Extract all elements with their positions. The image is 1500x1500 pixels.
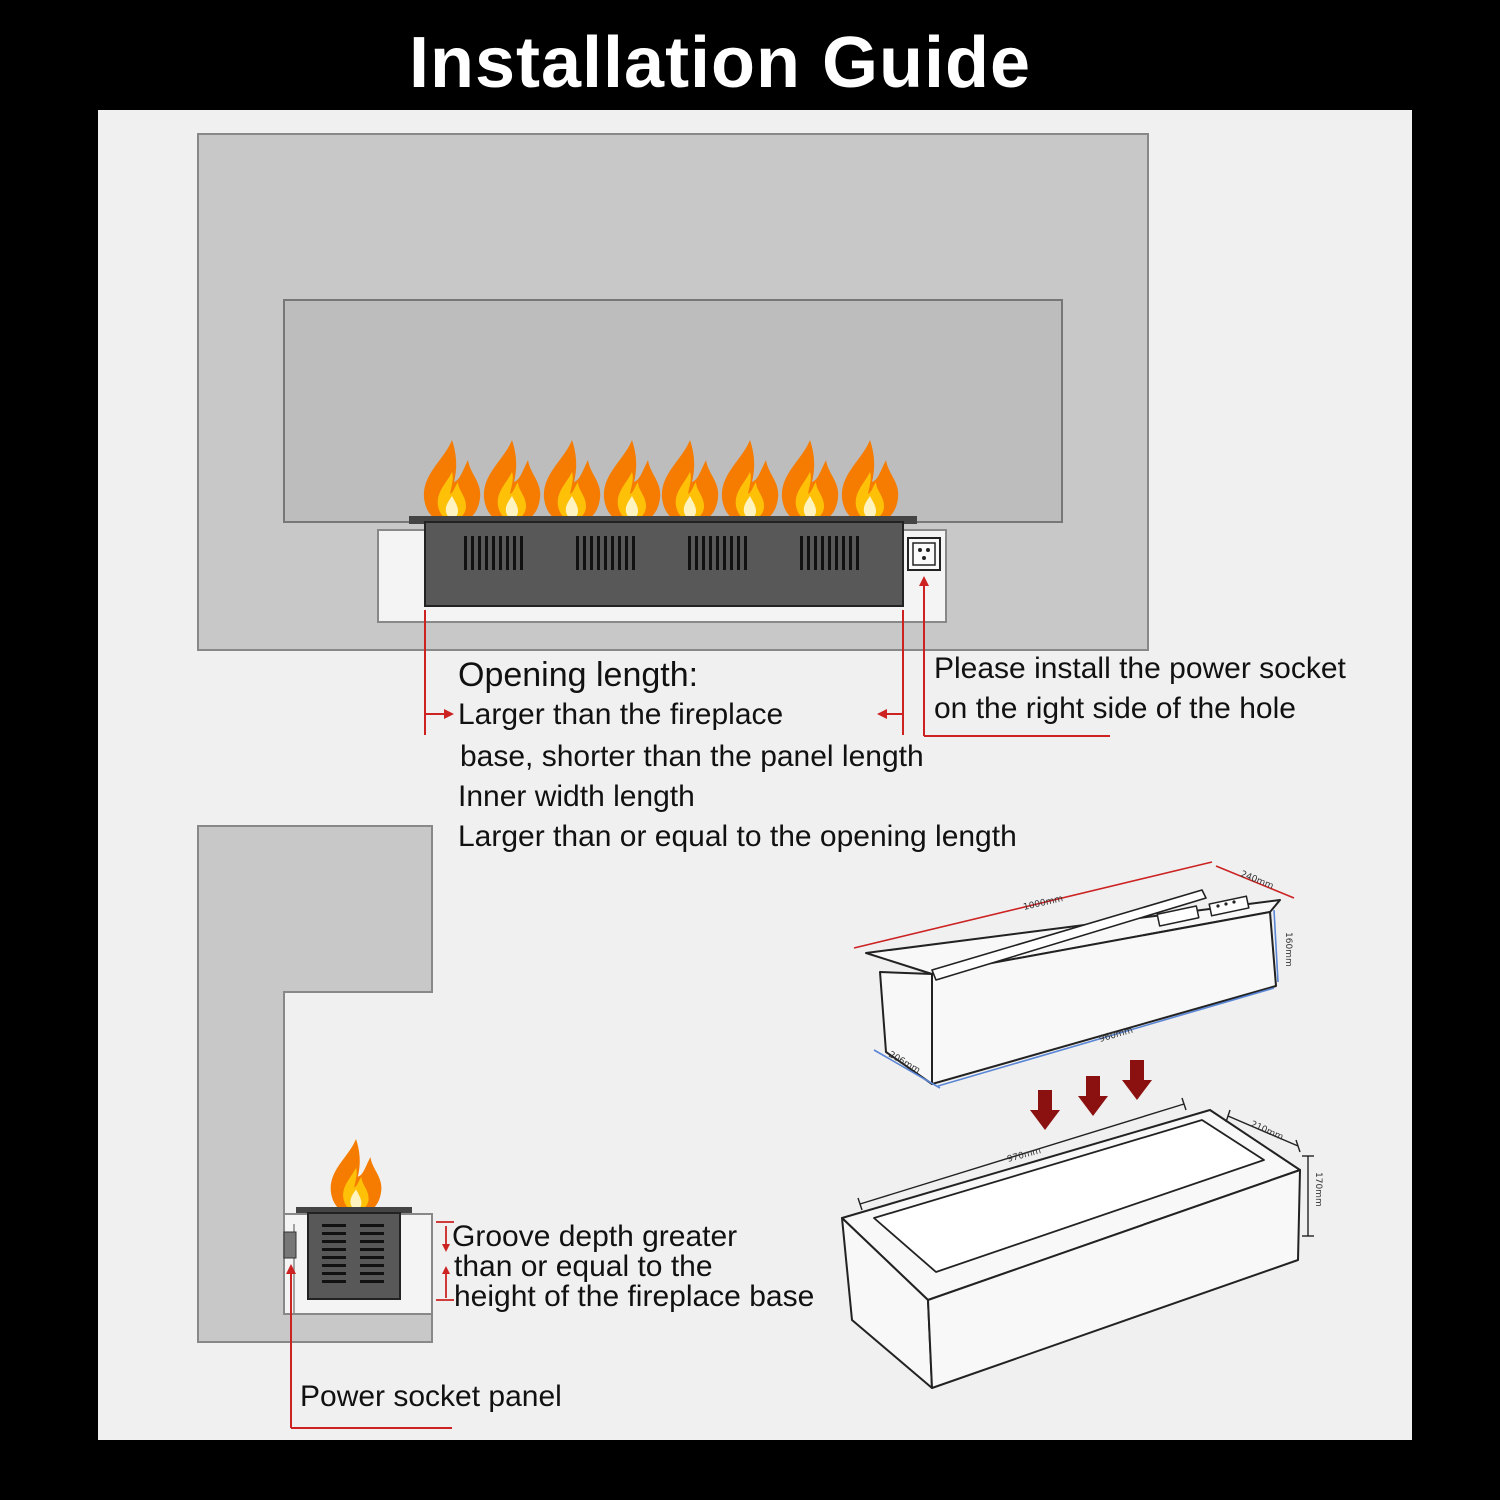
dim-unit-height: 160mm <box>1283 932 1293 967</box>
inner-width-line: Larger than or equal to the opening leng… <box>458 820 1017 853</box>
inner-width-heading: Inner width length <box>458 780 695 813</box>
burner-box-isometric <box>865 889 1281 1085</box>
burner-dimension-lines <box>853 861 1295 1089</box>
title: Installation Guide <box>408 23 1032 103</box>
groove-note-line3: height of the fireplace base <box>454 1280 815 1313</box>
fireplace-side-flame <box>330 1139 382 1215</box>
opening-length-line1: Larger than the fireplace <box>458 698 784 731</box>
dim-groove-height: 170mm <box>1313 1172 1323 1207</box>
groove-depth-markers <box>436 1221 454 1301</box>
opening-length-heading: Opening length: <box>458 656 699 694</box>
install-arrows <box>1030 1060 1152 1130</box>
socket-note-line1: Please install the power socket <box>934 652 1346 685</box>
dim-unit-depth: 240mm <box>1239 870 1275 892</box>
socket-pointer <box>919 576 1110 737</box>
opening-length-markers <box>424 610 904 735</box>
power-socket-icon <box>907 537 941 571</box>
groove-note-line2: than or equal to the <box>454 1250 713 1283</box>
groove-note-line1: Groove depth greater <box>452 1220 738 1253</box>
diagram-panel: 1000mm 240mm 160mm 960mm 206mm 970m <box>98 110 1412 1440</box>
groove-isometric <box>841 1109 1301 1389</box>
socket-note-line2: on the right side of the hole <box>934 692 1296 725</box>
power-socket-panel-label: Power socket panel <box>300 1380 562 1413</box>
dim-unit-length: 1000mm <box>1022 894 1064 913</box>
fireplace-unit-side <box>283 1207 412 1300</box>
power-panel-pointer <box>286 1264 452 1429</box>
fireplace-unit-front <box>377 516 947 623</box>
diagram-art: 1000mm 240mm 160mm 960mm 206mm 970m <box>197 133 1323 1429</box>
groove-dimension-lines <box>857 1097 1314 1237</box>
opening-length-line2: base, shorter than the panel length <box>460 740 924 773</box>
